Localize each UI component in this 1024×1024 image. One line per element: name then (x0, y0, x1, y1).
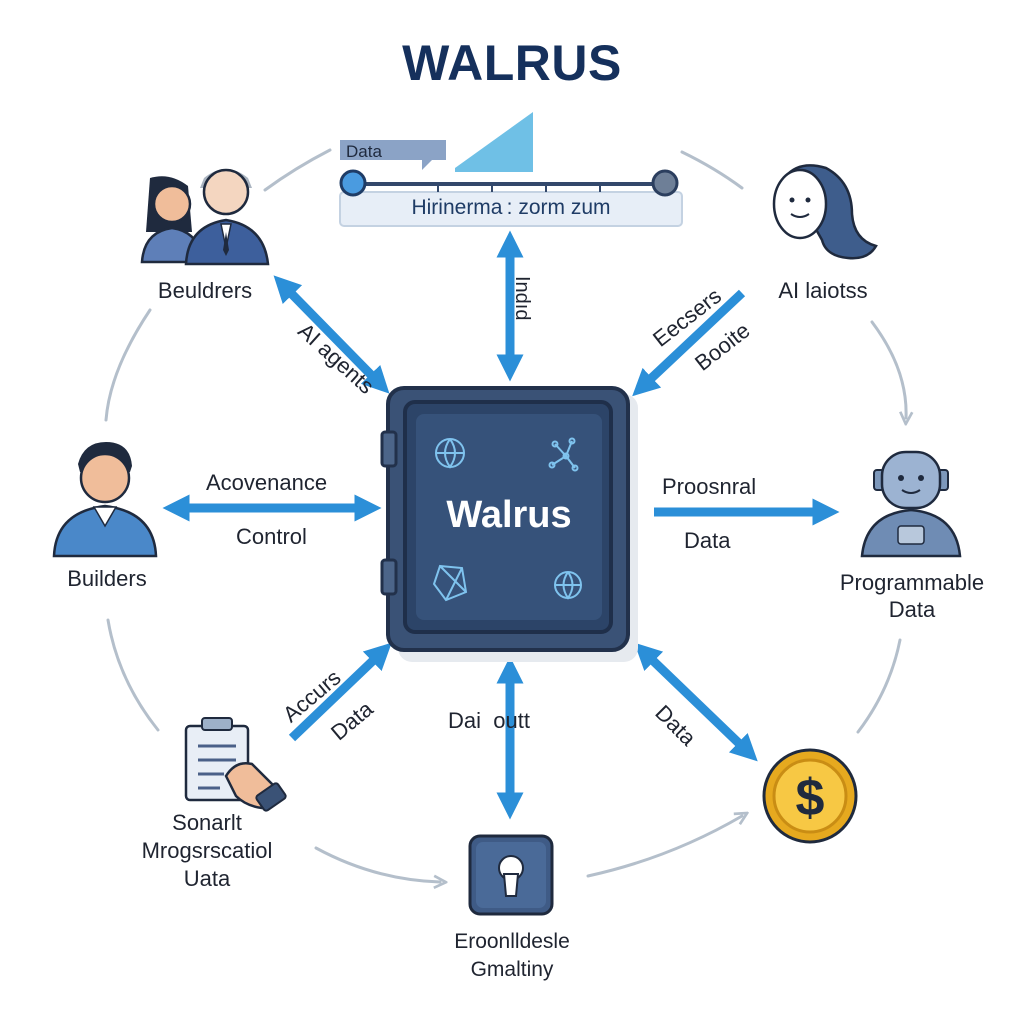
ring-arc-bottom-right (586, 816, 742, 878)
edge-label-right-line1: Proosnral (662, 474, 757, 499)
outer-ring (104, 148, 906, 882)
edge-label-right-line2: Data (684, 528, 731, 553)
dollar-coin-icon: $ (762, 748, 858, 844)
dollar-symbol: $ (796, 769, 825, 827)
vault-icon (380, 386, 638, 662)
node-label-bottom-left-line3: Uata (183, 866, 231, 891)
ai-person-icon (772, 164, 878, 260)
node-label-right-line2: Data (888, 597, 936, 622)
arrow-bottom-right (634, 642, 758, 762)
arrow-top-right (632, 289, 746, 397)
ring-arc-left-lower (106, 618, 160, 732)
timeline-slider-icon (339, 112, 683, 227)
data-flag-icon (340, 140, 446, 170)
ring-arc-top-right (680, 150, 744, 190)
diagram-title: WALRUS (402, 35, 622, 91)
ring-arc-right-upper (870, 320, 906, 418)
arrow-bottom-left (288, 642, 392, 742)
people-icon (140, 168, 270, 266)
molecule-icon (548, 437, 579, 472)
vault-label: Walrus (446, 494, 572, 536)
node-label-top-right: AI laiotss (778, 278, 868, 303)
user-icon (52, 442, 158, 558)
ring-arc-left-upper (104, 308, 152, 422)
document-icon (184, 717, 287, 812)
timeline-caption: Hirinerma : zorm zum (411, 196, 611, 219)
timeline-tag: Data (346, 142, 382, 161)
padlock-icon (468, 834, 554, 916)
node-label-top-left: Beuldrers (157, 278, 253, 303)
connection-arrows (162, 230, 840, 820)
node-label-left: Builders (67, 566, 147, 591)
edge-label-bottom-vertical: Dai outt (448, 708, 530, 733)
network-icon (432, 564, 468, 602)
edge-label-left-line2: Control (236, 524, 307, 549)
edge-label-top-vertical: Indıd (511, 276, 533, 321)
node-label-bottom-left-line1: Sonarlt (172, 810, 242, 835)
arrow-top-left (273, 275, 390, 394)
node-label-bottom-line2: Gmaltiny (470, 958, 554, 981)
node-label-right-line1: Programmable (839, 570, 985, 595)
node-label-bottom-left-line2: Mrogsrscatiol (141, 838, 273, 863)
ring-arc-right-lower (856, 638, 902, 734)
robot-icon (860, 450, 962, 558)
node-label-bottom-line1: Eroonlldesle (454, 930, 570, 953)
ring-arc-top-left (263, 148, 332, 192)
edge-label-left-line1: Acovenance (206, 470, 328, 495)
chart-icon (455, 112, 533, 172)
ring-arc-bottom-left (314, 846, 440, 882)
